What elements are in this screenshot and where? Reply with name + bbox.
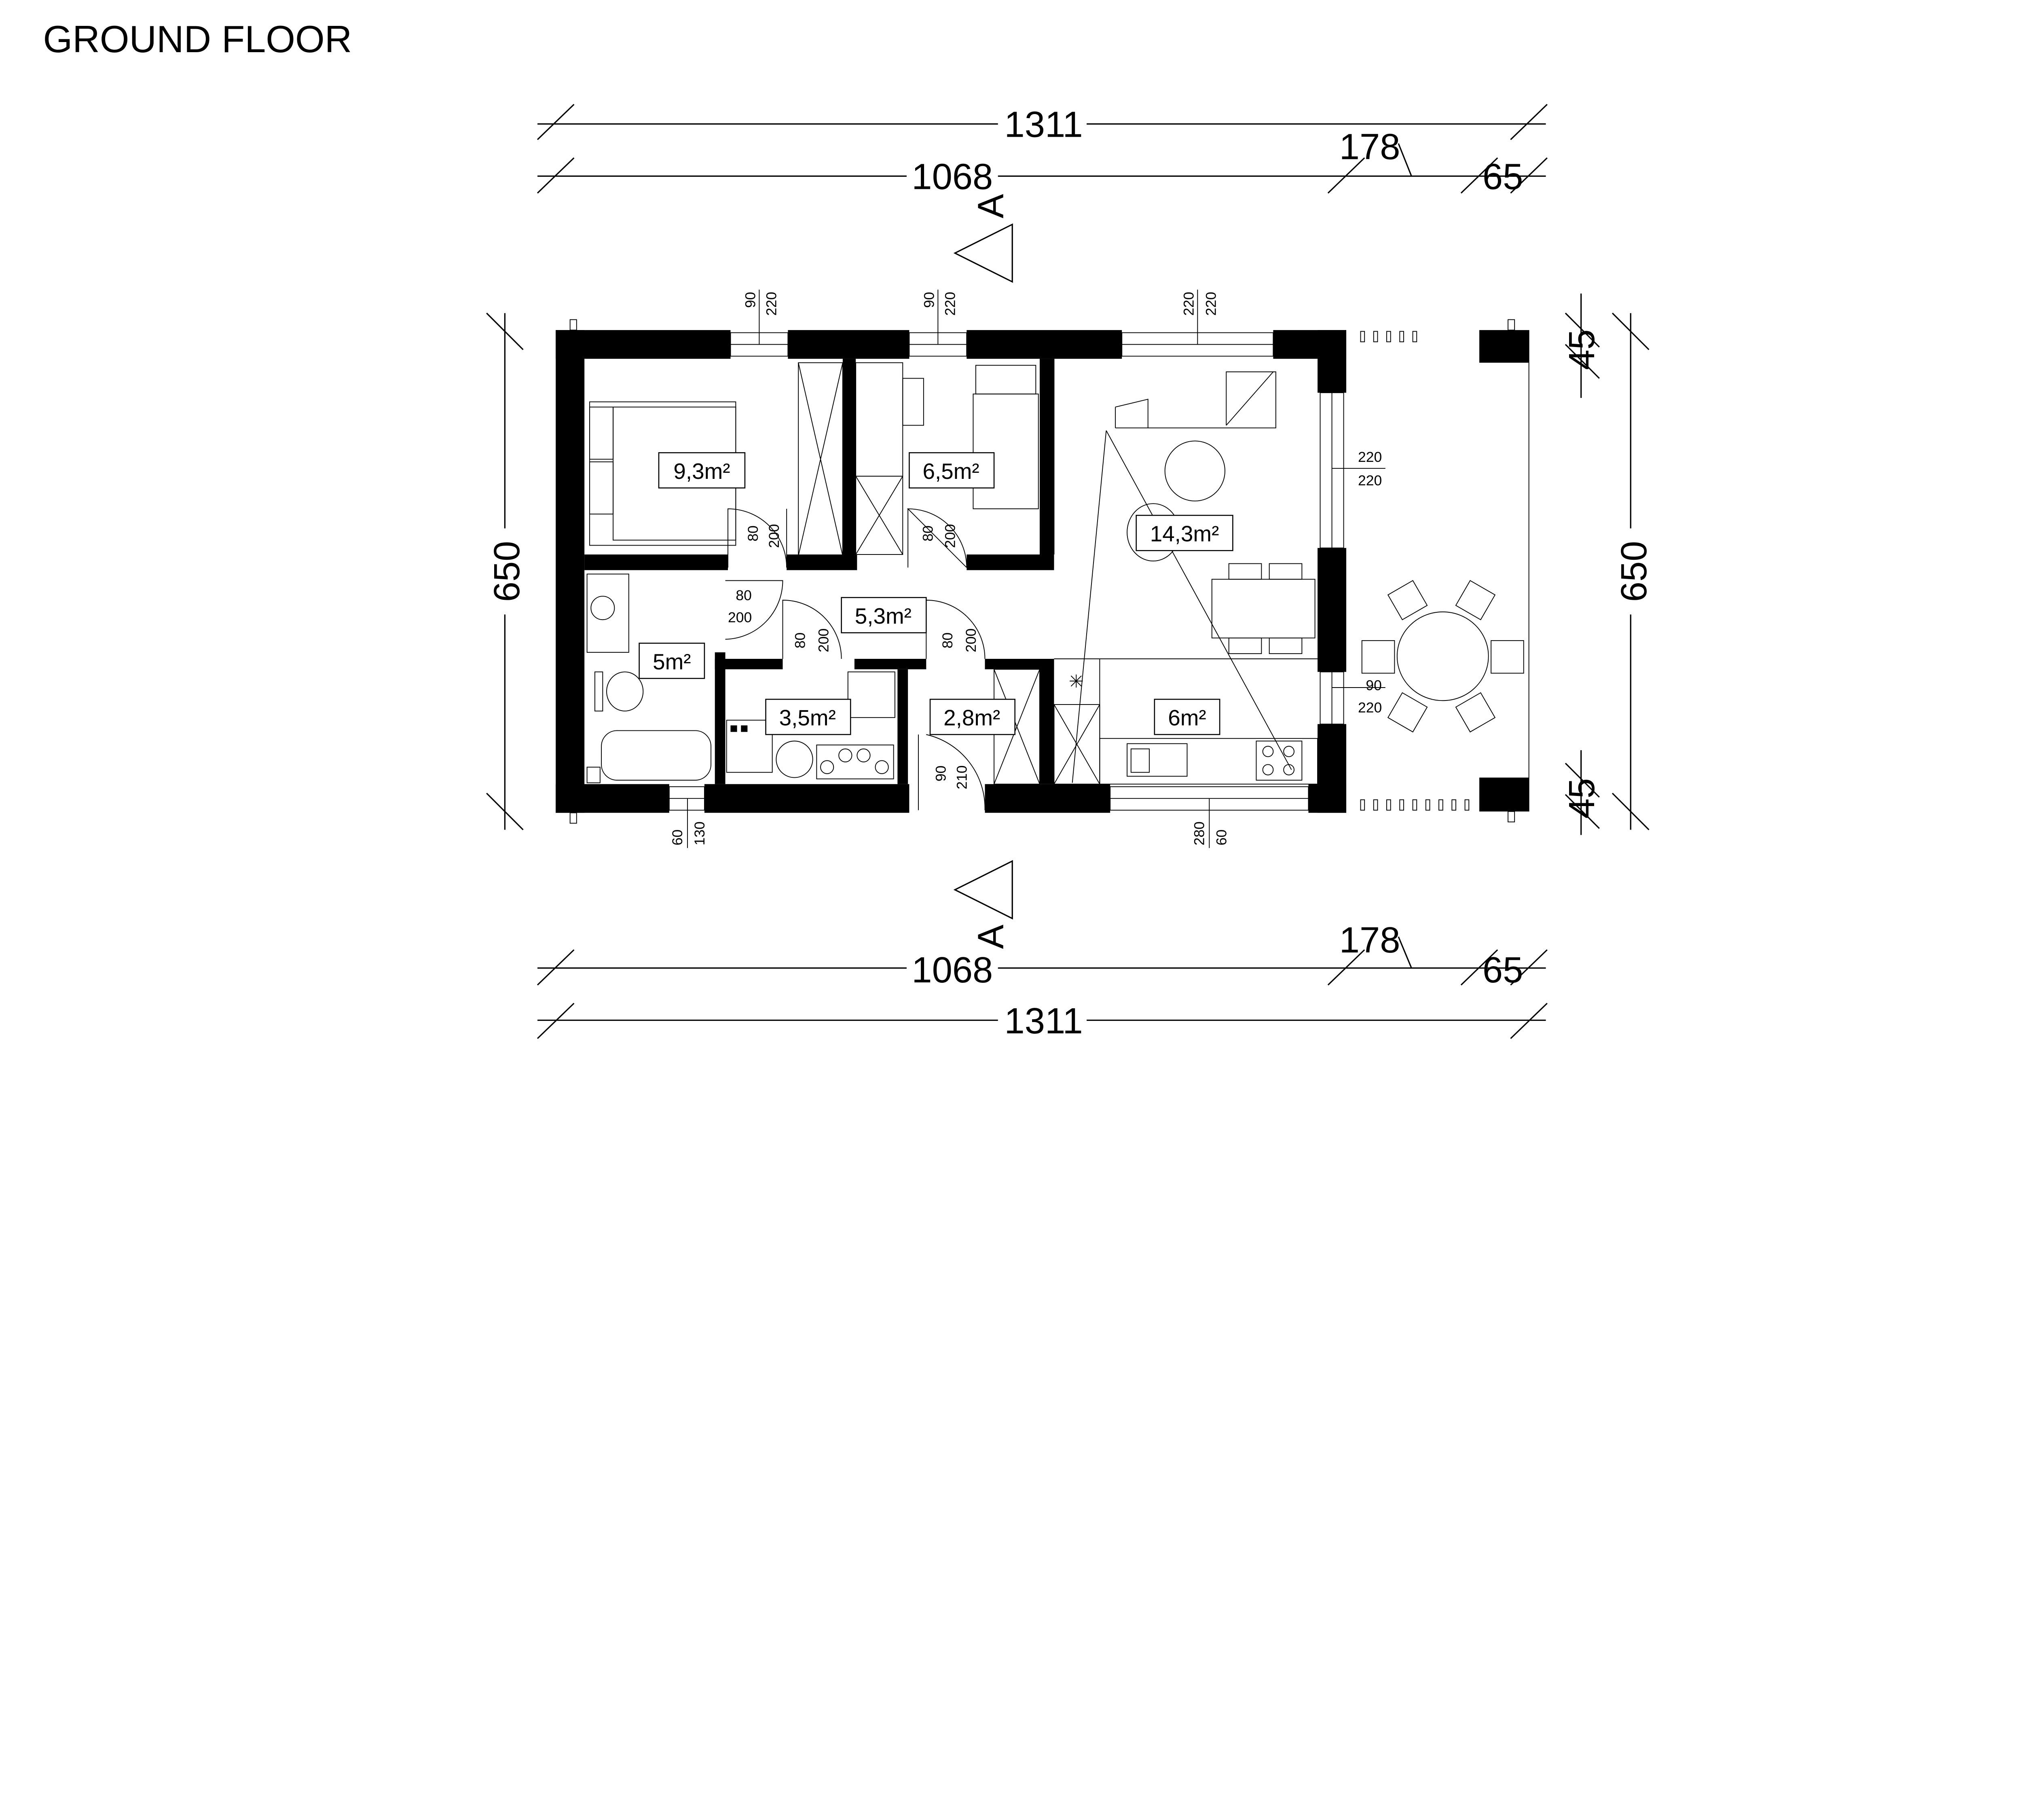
door-label: 210 [954,765,970,789]
room-area-entrance: 2,8m² [943,705,1000,730]
window-label: 220 [1358,699,1382,715]
room-area-bedroom-2: 6,5m² [923,459,979,484]
dim-top-house: 1068 [912,157,993,197]
bottom-dimensions: 1068 178 65 1311 [537,920,1548,1041]
doors [725,508,986,811]
fan-icon [1070,674,1083,688]
window-label: 60 [1213,830,1229,845]
door-label: 200 [942,524,958,548]
section-label-top: A [971,194,1011,218]
room-area-hallway: 5,3m² [855,603,912,629]
door-label: 200 [728,609,752,626]
window-label: 220 [763,292,779,315]
door-label: 200 [963,629,979,652]
dim-right-bottom-post: 45 [1561,778,1602,819]
window-label: 220 [942,292,958,315]
door-label: 80 [745,525,761,541]
dim-left-height: 650 [486,541,527,602]
dim-right-height: 650 [1614,541,1654,602]
plan-title: GROUND FLOOR [43,18,352,60]
room-area-kitchen: 6m² [1168,705,1206,730]
room-area-bedroom-1: 9,3m² [673,459,730,484]
window-label: 90 [1366,677,1381,693]
walls [556,330,1347,813]
dim-bottom-post: 65 [1483,950,1523,990]
dim-right-top-post: 45 [1561,329,1602,370]
door-label: 200 [766,524,782,548]
section-mark-bottom: A [953,860,1013,949]
door-label: 200 [815,629,831,652]
window-label: 280 [1191,821,1207,845]
floor-plan: GROUND FLOOR 1311 1068 178 65 1068 178 6… [43,18,1654,1041]
room-area-bathroom: 5m² [653,649,691,674]
dim-bottom-terrace: 178 [1339,920,1400,961]
door-label: 80 [736,587,751,603]
dim-bottom-total: 1311 [1005,1001,1083,1041]
windows [668,290,1385,848]
window-label: 220 [1203,292,1219,315]
section-mark-top: A [953,194,1013,283]
dim-top-post: 65 [1483,157,1523,197]
door-label: 80 [920,525,936,541]
top-dimensions: 1311 1068 178 65 [537,104,1548,197]
door-label: 80 [792,633,808,648]
window-label: 90 [742,292,759,308]
opening-labels: 90 220 90 220 220 220 220 220 90 220 280… [669,292,1382,845]
window-label: 220 [1358,449,1382,465]
window-label: 90 [921,292,937,308]
room-area-utility: 3,5m² [779,705,836,730]
terrace [569,319,1529,824]
window-label: 220 [1358,472,1382,489]
dim-top-terrace: 178 [1339,127,1400,167]
section-label-bottom: A [971,924,1011,949]
door-label: 80 [939,633,956,648]
room-labels: 9,3m² 6,5m² 14,3m² 5,3m² 5m² 3,5m² 2,8m²… [639,452,1233,735]
window-label: 220 [1181,292,1197,315]
dim-bottom-house: 1068 [912,950,993,990]
window-label: 130 [692,821,708,845]
furniture [586,359,1318,785]
room-area-living: 14,3m² [1150,521,1219,546]
side-dimensions: 650 650 45 45 [485,293,1654,835]
door-label: 90 [933,766,949,781]
dim-top-total: 1311 [1005,104,1083,145]
window-label: 60 [669,830,685,845]
